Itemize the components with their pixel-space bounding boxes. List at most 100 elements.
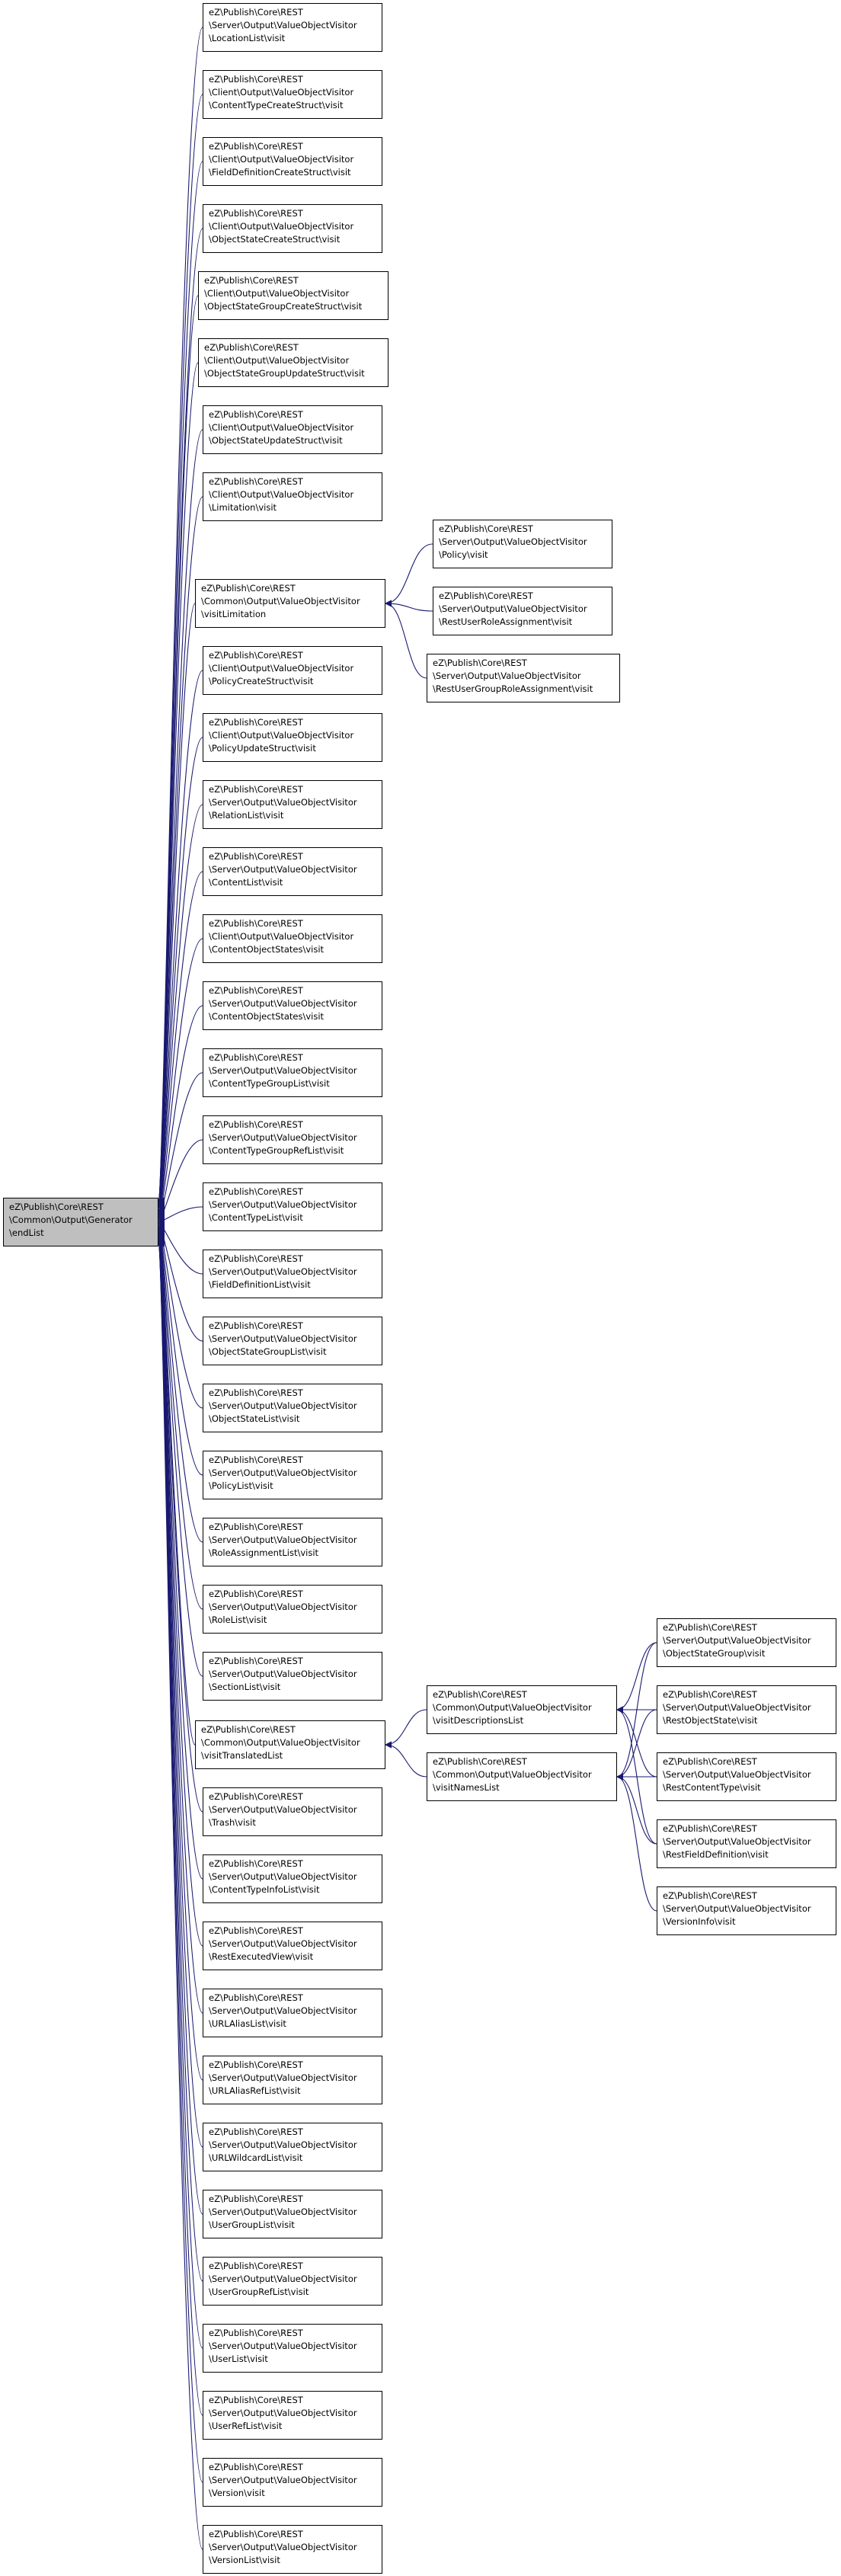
graph-node-n24[interactable]: eZ\Publish\Core\REST\Server\Output\Value… [203,1585,382,1634]
edge-r4-to-d2 [616,1773,657,1845]
graph-node-n17[interactable]: eZ\Publish\Core\REST\Server\Output\Value… [203,1115,382,1164]
graph-node-n31[interactable]: eZ\Publish\Core\REST\Server\Output\Value… [203,2056,382,2104]
graph-node-n10[interactable]: eZ\Publish\Core\REST\Client\Output\Value… [203,646,382,695]
node-label-line: \Server\Output\ValueObjectVisitor [209,864,357,875]
node-label-line: eZ\Publish\Core\REST [209,1925,303,1936]
graph-node-n13[interactable]: eZ\Publish\Core\REST\Server\Output\Value… [203,847,382,896]
graph-node-n07[interactable]: eZ\Publish\Core\REST\Client\Output\Value… [203,405,382,454]
graph-node-n32[interactable]: eZ\Publish\Core\REST\Server\Output\Value… [203,2123,382,2171]
node-label-line: eZ\Publish\Core\REST [209,650,303,661]
edge-n29-to-root [158,1234,203,1947]
graph-node-n08[interactable]: eZ\Publish\Core\REST\Client\Output\Value… [203,472,382,521]
node-label-line: eZ\Publish\Core\REST [209,1589,303,1599]
edge-r1-to-d2 [616,1642,657,1781]
node-label-line: \ContentTypeInfoList\visit [209,1884,320,1895]
node-label-line: \Server\Output\ValueObjectVisitor [209,2005,357,2016]
graph-node-n16[interactable]: eZ\Publish\Core\REST\Server\Output\Value… [203,1048,382,1097]
edge-p3-to-n09 [385,600,427,679]
node-label-line: \Server\Output\ValueObjectVisitor [439,603,587,614]
node-label-line: \Server\Output\ValueObjectVisitor [209,2139,357,2150]
node-label-line: \Server\Output\ValueObjectVisitor [209,20,357,30]
graph-node-n15[interactable]: eZ\Publish\Core\REST\Server\Output\Value… [203,981,382,1030]
node-label-line: eZ\Publish\Core\REST [663,1689,757,1700]
node-label-line: eZ\Publish\Core\REST [209,1186,303,1197]
node-label-line: eZ\Publish\Core\REST [209,1522,303,1532]
graph-node-n27[interactable]: eZ\Publish\Core\REST\Server\Output\Value… [203,1787,382,1836]
graph-node-n23[interactable]: eZ\Publish\Core\REST \Server\Output\Value… [203,1518,382,1566]
graph-node-r4[interactable]: eZ\Publish\Core\REST\Server\Output\Value… [657,1819,836,1868]
node-label-line: eZ\Publish\Core\REST [663,1622,757,1633]
node-label-line: \PolicyUpdateStruct\visit [209,743,316,754]
graph-node-n04[interactable]: eZ\Publish\Core\REST\Client\Output\Value… [203,204,382,253]
graph-node-n36[interactable]: eZ\Publish\Core\REST\Server\Output\Value… [203,2391,382,2440]
node-label-line: eZ\Publish\Core\REST [209,1858,303,1869]
graph-node-n12[interactable]: eZ\Publish\Core\REST\Server\Output\Value… [203,780,382,829]
node-label-line: \UserGroupList\visit [209,2219,295,2230]
graph-node-n35[interactable]: eZ\Publish\Core\REST\Server\Output\Value… [203,2324,382,2373]
node-label-line: \UserRefList\visit [209,2421,283,2431]
node-label-line: \PolicyCreateStruct\visit [209,676,314,686]
node-label-line: \UserGroupRefList\visit [209,2286,309,2297]
node-label-line: \Server\Output\ValueObjectVisitor [209,1534,357,1545]
graph-node-n11[interactable]: eZ\Publish\Core\REST\Client\Output\Value… [203,713,382,762]
node-label-line: \Version\visit [209,2488,265,2498]
graph-node-n34[interactable]: eZ\Publish\Core\REST\Server\Output\Value… [203,2257,382,2306]
node-label-line: \FieldDefinitionList\visit [209,1279,311,1290]
graph-node-n33[interactable]: eZ\Publish\Core\REST\Server\Output\Value… [203,2190,382,2238]
graph-node-n14[interactable]: eZ\Publish\Core\REST\Client\Output\Value… [203,914,382,963]
node-label-line: \visitDescriptionsList [433,1715,524,1726]
edge-r1-to-d1 [616,1642,657,1714]
node-label-line: eZ\Publish\Core\REST [209,1119,303,1130]
edge-n16-to-root [158,1072,203,1223]
graph-node-n37[interactable]: eZ\Publish\Core\REST \Server\Output\Value… [203,2458,382,2507]
graph-node-r1[interactable]: eZ\Publish\Core\REST\Server\Output\Value… [657,1618,836,1667]
node-label-line: \PolicyList\visit [209,1480,273,1491]
root-node[interactable]: eZ\Publish\Core\REST\Common\Output\Gener… [3,1198,158,1246]
graph-node-n22[interactable]: eZ\Publish\Core\REST\Server\Output\Value… [203,1451,382,1499]
graph-node-n03[interactable]: eZ\Publish\Core\REST\Client\Output\Value… [203,137,382,186]
graph-node-n20[interactable]: eZ\Publish\Core\REST\Server\Output\Value… [203,1317,382,1365]
node-label-line: \ContentTypeGroupList\visit [209,1078,330,1089]
graph-node-n38[interactable]: eZ\Publish\Core\REST\Server\Output\Value… [203,2525,382,2574]
node-label-line: \ContentObjectStates\visit [209,1011,325,1022]
node-label-line: \ContentList\visit [209,877,283,888]
graph-node-d2[interactable]: eZ\Publish\Core\REST\Common\Output\Value… [427,1752,617,1801]
graph-node-n09[interactable]: eZ\Publish\Core\REST\Common\Output\Value… [195,579,385,628]
node-label-line: \Trash\visit [209,1817,256,1828]
graph-node-r5[interactable]: eZ\Publish\Core\REST\Server\Output\Value… [657,1886,836,1935]
graph-node-n01[interactable]: eZ\Publish\Core\REST\Server\Output\Value… [203,3,382,52]
graph-node-r2[interactable]: eZ\Publish\Core\REST\Server\Output\Value… [657,1685,836,1734]
node-label-line: eZ\Publish\Core\REST [201,1724,296,1735]
node-label-line: \RestExecutedView\visit [209,1951,314,1962]
graph-node-n26[interactable]: eZ\Publish\Core\REST\Common\Output\Value… [195,1720,385,1769]
node-label-line: \Server\Output\ValueObjectVisitor [209,2274,357,2284]
graph-node-n30[interactable]: eZ\Publish\Core\REST\Server\Output\Value… [203,1989,382,2037]
graph-node-n21[interactable]: eZ\Publish\Core\REST\Server\Output\Value… [203,1384,382,1432]
node-label-line: \URLAliasRefList\visit [209,2085,301,2096]
graph-node-n29[interactable]: eZ\Publish\Core\REST\Server\Output\Value… [203,1922,382,1970]
node-label-line: \UserList\visit [209,2354,268,2364]
node-label-line: \Client\Output\ValueObjectVisitor [209,489,354,500]
node-label-line: \Server\Output\ValueObjectVisitor [209,2475,357,2485]
graph-node-n06[interactable]: eZ\Publish\Core\REST\Client\Output\Value… [198,338,389,387]
graph-node-n05[interactable]: eZ\Publish\Core\REST\Client\Output\Value… [198,271,389,320]
graph-node-n28[interactable]: eZ\Publish\Core\REST\Server\Output\Value… [203,1854,382,1903]
graph-node-p3[interactable]: eZ\Publish\Core\REST\Server\Output\Value… [427,654,620,702]
graph-node-p1[interactable]: eZ\Publish\Core\REST\Server\Output\Value… [433,520,612,568]
node-label-line: \Client\Output\ValueObjectVisitor [209,931,354,942]
graph-node-r3[interactable]: eZ\Publish\Core\REST\Server\Output\Value… [657,1752,836,1801]
graph-node-n02[interactable]: eZ\Publish\Core\REST\Client\Output\Value… [203,70,382,119]
node-label-line: eZ\Publish\Core\REST [209,2462,303,2472]
graph-node-n19[interactable]: eZ\Publish\Core\REST\Server\Output\Value… [203,1250,382,1298]
graph-node-n18[interactable]: eZ\Publish\Core\REST\Server\Output\Value… [203,1182,382,1231]
node-label-line: \visitLimitation [201,609,267,619]
node-label-line: eZ\Publish\Core\REST [209,1656,303,1666]
node-label-line: \Server\Output\ValueObjectVisitor [209,998,357,1009]
node-label-line: \Server\Output\ValueObjectVisitor [209,2341,357,2351]
graph-node-d1[interactable]: eZ\Publish\Core\REST\Common\Output\Value… [427,1685,617,1734]
edge-n17-to-root [158,1139,203,1224]
graph-node-n25[interactable]: eZ\Publish\Core\REST\Server\Output\Value… [203,1652,382,1701]
graph-node-p2[interactable]: eZ\Publish\Core\REST\Server\Output\Value… [433,587,612,635]
node-label-line: \Server\Output\ValueObjectVisitor [209,2408,357,2418]
node-label-line: eZ\Publish\Core\REST [9,1202,104,1212]
